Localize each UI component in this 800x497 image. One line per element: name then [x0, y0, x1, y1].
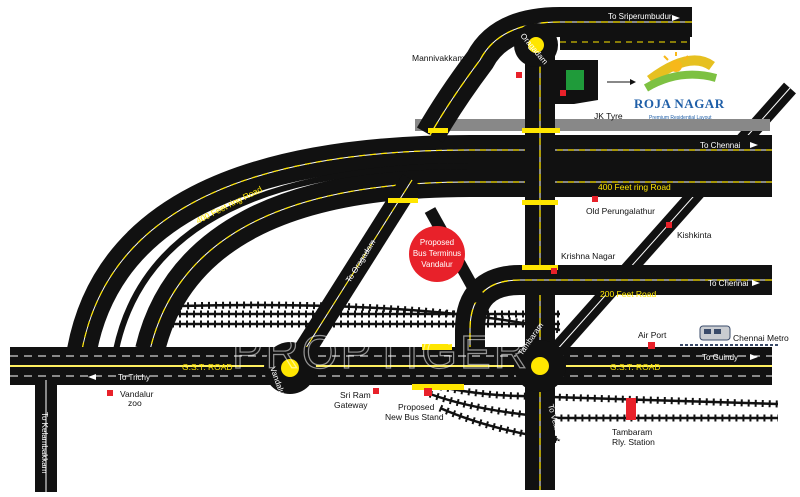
bus-terminus-line2: Bus Terminus — [413, 249, 461, 258]
arrow-icon — [88, 374, 96, 380]
arrow-icon — [750, 142, 758, 148]
project-site — [555, 60, 636, 104]
bus-terminus-line1: Proposed — [420, 238, 454, 247]
road-label-200ft: 200 Feet Road — [600, 289, 657, 299]
arrow-icon — [672, 15, 680, 21]
place-sri-ram-1: Sri Ram — [340, 390, 371, 400]
road-label-to-guindy: To Guindy — [702, 353, 738, 362]
train-icon — [680, 325, 780, 346]
place-new-bus-2: New Bus Stand — [385, 412, 444, 422]
diagonal-road-north-east — [549, 82, 796, 358]
road-label-gst-right: G.S.T. ROAD — [610, 362, 661, 372]
road-label-sriperumbudur: To Sriperumbudur — [608, 12, 672, 21]
place-vandalur-zoo-1: Vandalur — [120, 389, 154, 399]
watermark: PROPTIGER — [232, 326, 530, 378]
gst-road — [10, 347, 772, 385]
bus-terminus-marker: Proposed Bus Terminus Vandalur — [409, 226, 465, 282]
place-tambaram-rly-2: Rly. Station — [612, 437, 655, 447]
arrow-icon — [750, 354, 758, 360]
sun-logo-icon — [643, 52, 718, 92]
brand-name: ROJA NAGAR — [634, 96, 725, 111]
place-tambaram-rly-1: Tambaram — [612, 427, 652, 437]
junction-markers — [388, 128, 560, 390]
landmark-markers — [107, 72, 672, 420]
place-mannivakkam: Mannivakkam — [412, 53, 464, 63]
place-new-bus-1: Proposed — [398, 402, 435, 412]
road-label-ring-right: 400 Feet ring Road — [598, 182, 671, 192]
road-label-to-trichy: To Trichy — [118, 373, 150, 382]
brand-tagline: Premium Residential Layout — [649, 115, 712, 121]
place-vandalur-zoo-2: zoo — [128, 398, 142, 408]
railway-tracks — [172, 301, 779, 444]
road-label-chennai-200: To Chennai — [708, 279, 749, 288]
place-kishkinta: Kishkinta — [677, 230, 712, 240]
place-chennai-metro: Chennai Metro — [733, 333, 789, 343]
roundabout-oragadam — [514, 23, 558, 67]
ring-road-400ft — [67, 135, 772, 354]
to-oragadam-road — [282, 174, 422, 376]
place-krishna-nagar: Krishna Nagar — [561, 251, 616, 261]
bus-terminus-line3: Vandalur — [421, 260, 453, 269]
place-old-perungalathur: Old Perungalathur — [586, 206, 655, 216]
place-jk-tyre: JK Tyre — [594, 111, 623, 121]
place-air-port: Air Port — [638, 330, 667, 340]
road-label-to-kelambakkam: To Kelambakkam — [40, 412, 49, 474]
roundabout-vandalur — [264, 342, 316, 394]
road-label-chennai-top: To Chennai — [700, 141, 741, 150]
road-label-gst-left: G.S.T. ROAD — [182, 362, 233, 372]
arrow-icon — [752, 280, 760, 286]
roundabout-tambaram — [514, 340, 566, 392]
place-sri-ram-2: Gateway — [334, 400, 368, 410]
